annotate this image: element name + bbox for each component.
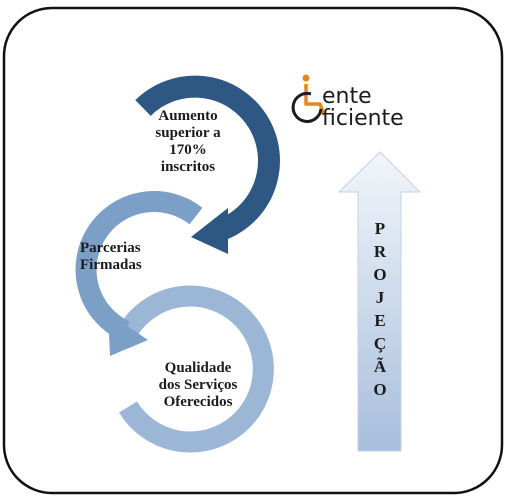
projection-letter: Ã xyxy=(373,357,387,376)
step-quality-line: Qualidade xyxy=(164,360,232,376)
arrowhead-partnerships xyxy=(108,313,148,356)
projection-letter: O xyxy=(373,380,387,399)
projection-letter: J xyxy=(375,288,385,307)
projection-letter: Ç xyxy=(373,334,387,353)
ring-quality xyxy=(119,285,274,453)
step-growth-line: inscritos xyxy=(160,159,216,175)
step-growth-line: 170% xyxy=(169,142,207,158)
step-partnerships-label: Parcerias Firmadas xyxy=(80,240,170,274)
projection-letter: R xyxy=(373,242,387,261)
step-growth-label: Aumento superior a 170% inscritos xyxy=(140,108,236,176)
step-growth-line: superior a xyxy=(155,125,221,141)
step-quality-label: Qualidade dos Serviços Oferecidos xyxy=(148,360,248,411)
ring-growth xyxy=(135,75,280,254)
logo-word-ente: ente xyxy=(322,84,372,109)
step-quality-line: Oferecidos xyxy=(163,394,233,410)
logo-word-ficiente: ficiente xyxy=(322,106,404,131)
ring-partnerships xyxy=(75,191,203,356)
projection-letter: E xyxy=(374,311,386,330)
arrowhead-growth xyxy=(191,208,228,254)
step-growth-line: Aumento xyxy=(158,108,218,124)
step-quality-line: dos Serviços xyxy=(158,377,238,393)
step-partnerships-line: Firmadas xyxy=(80,257,142,273)
projection-letter: O xyxy=(373,265,387,284)
projection-arrow xyxy=(337,151,422,452)
projection-letter: P xyxy=(374,219,386,238)
wheelchair-icon xyxy=(291,74,326,123)
step-partnerships-line: Parcerias xyxy=(80,240,141,256)
